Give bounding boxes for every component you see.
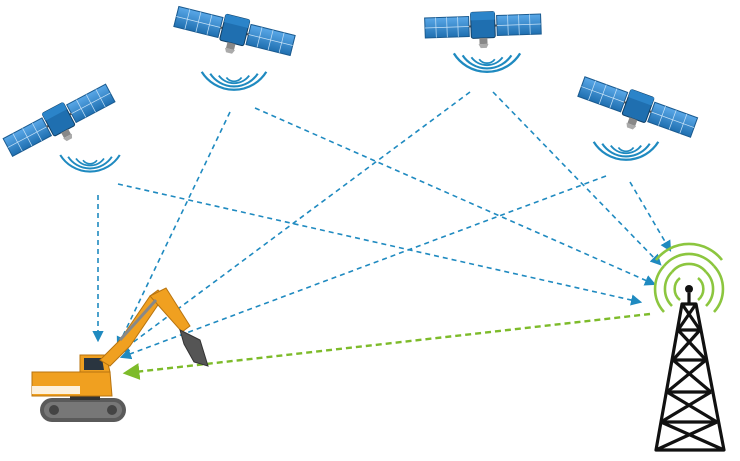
radio-waves-icon bbox=[653, 265, 725, 313]
signal-link-satellite-3-to-tower bbox=[492, 91, 662, 266]
radio-tower-icon bbox=[654, 285, 726, 452]
satellite-icon bbox=[0, 79, 122, 168]
radio-waves-icon bbox=[200, 70, 268, 92]
signal-links bbox=[92, 91, 672, 380]
signal-link-tower-to-excavator bbox=[122, 312, 651, 380]
radio-waves-icon bbox=[654, 242, 724, 273]
satellite-2 bbox=[169, 1, 298, 92]
radio-waves-icon bbox=[452, 52, 522, 74]
satellite-icon bbox=[572, 71, 701, 150]
radio-tower bbox=[653, 242, 726, 452]
satellite-1 bbox=[0, 79, 122, 173]
satellite-icon bbox=[423, 8, 543, 52]
satellite-icon bbox=[169, 1, 298, 69]
signal-link-satellite-2-to-excavator bbox=[116, 111, 231, 349]
signal-link-satellite-4-to-excavator bbox=[119, 175, 607, 360]
signal-link-satellite-2-to-tower bbox=[254, 107, 657, 286]
satellite-4 bbox=[572, 71, 701, 162]
signal-link-satellite-1-to-tower bbox=[117, 183, 643, 306]
radio-waves-icon bbox=[592, 140, 660, 162]
excavator bbox=[31, 287, 209, 422]
excavator-icon bbox=[31, 287, 209, 422]
signal-link-satellite-4-to-tower bbox=[629, 181, 672, 252]
radio-waves-icon bbox=[58, 153, 122, 173]
satellite-3 bbox=[423, 8, 543, 74]
